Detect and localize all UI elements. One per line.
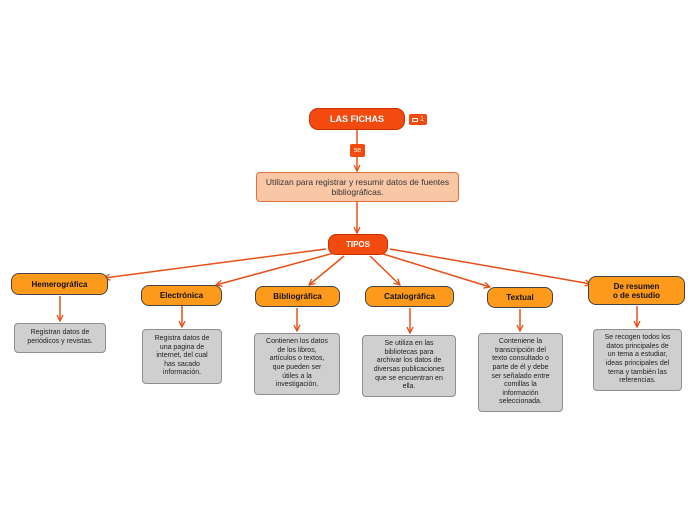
category-node-hemerografica[interactable]: Hemerográfica (11, 273, 108, 295)
root-node-las-fichas[interactable]: LAS FICHAS (309, 108, 405, 130)
tipos-node[interactable]: TIPOS (328, 234, 388, 255)
detail-node-bibliografica[interactable]: Contienen los datos de los libros, artíc… (254, 333, 340, 395)
category-node-bibliografica[interactable]: Bibliográfica (255, 286, 340, 307)
detail-node-hemerografica[interactable]: Registran datos de periódicos y revistas… (14, 323, 106, 353)
detail-node-catalografica[interactable]: Se utiliza en las bibliotecas para archi… (362, 335, 456, 397)
category-node-textual[interactable]: Textual (487, 287, 553, 308)
category-node-de-resumen[interactable]: De resumen o de estudio (588, 276, 685, 305)
description-node[interactable]: Utilizan para registrar y resumir datos … (256, 172, 459, 202)
detail-node-de-resumen[interactable]: Se recogen todos los datos principales d… (593, 329, 682, 391)
category-node-catalografica[interactable]: Catalográfica (365, 286, 454, 307)
connector-label-se: se (350, 144, 365, 157)
category-node-electronica[interactable]: Electrónica (141, 285, 222, 306)
comment-icon (412, 117, 419, 122)
comment-count: 1 (420, 116, 424, 123)
detail-node-electronica[interactable]: Registra datos de una pagina de internet… (142, 329, 222, 384)
detail-node-textual[interactable]: Conteniene la transcripción del texto co… (478, 333, 563, 412)
comment-badge[interactable]: 1 (409, 114, 427, 125)
